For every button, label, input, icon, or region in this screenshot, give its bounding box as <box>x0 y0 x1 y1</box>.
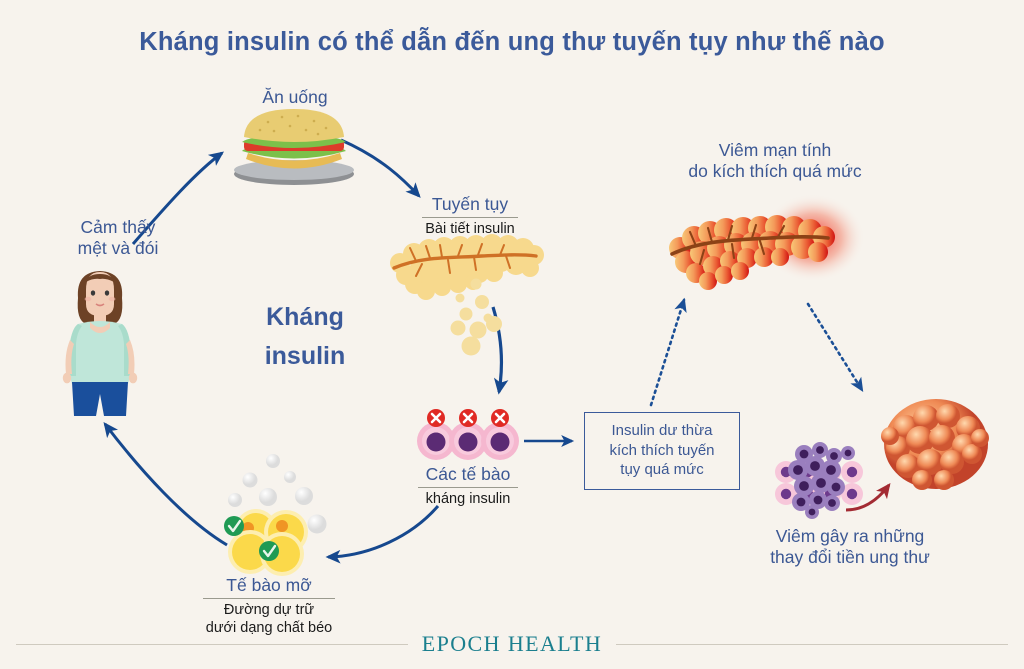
resistant-cells-label: Các tế bào <box>425 464 511 484</box>
insulin-droplets-icon <box>450 278 502 356</box>
pancreas-label-group: Tuyến tụy Bài tiết insulin <box>395 194 545 238</box>
tired-hungry-label: Cảm thấy mệt và đói <box>28 217 208 259</box>
tired-hungry-line2: mệt và đói <box>77 238 159 258</box>
footer: EPOCH HEALTH <box>0 628 1024 660</box>
chronic-inflammation-line2: do kích thích quá mức <box>688 161 862 181</box>
arrow-fat-to-tired <box>103 422 228 547</box>
precancerous-line2: thay đổi tiền ung thư <box>770 547 930 567</box>
fat-cells-label-group: Tế bào mỡ Đường dự trữ dưới dạng chất bé… <box>184 575 354 637</box>
chronic-inflammation-label: Viêm mạn tính do kích thích quá mức <box>645 140 905 182</box>
allowed-badges <box>224 516 279 561</box>
woman-figure-icon <box>62 271 138 416</box>
blocked-badges <box>427 409 509 427</box>
pancreas-icon <box>390 234 544 300</box>
abnormal-cells <box>788 442 855 519</box>
center-label: Kháng insulin <box>205 298 405 376</box>
footer-rule-right <box>616 643 1009 645</box>
resistant-cells-label-group: Các tế bào kháng insulin <box>398 464 538 508</box>
footer-rule-left <box>15 643 408 645</box>
resistant-cells-divider <box>418 487 518 488</box>
chronic-inflammation-line1: Viêm mạn tính <box>718 140 832 160</box>
arrow-inflammation-to-precancer <box>806 302 864 392</box>
resistant-cells-sublabel: kháng insulin <box>425 491 511 507</box>
burger-icon <box>234 109 354 185</box>
fat-cell-icon <box>224 509 308 576</box>
fat-cells-label: Tế bào mỡ <box>226 575 312 595</box>
page-title: Kháng insulin có thể dẫn đến ung thư tuy… <box>139 28 885 56</box>
precancerous-label: Viêm gây ra những thay đổi tiền ung thư <box>740 526 960 568</box>
fat-cells-sublabel-2: dưới dạng chất béo <box>205 620 333 636</box>
fat-cells-sublabel-1: Đường dự trữ <box>223 602 315 618</box>
tired-hungry-line1: Cảm thấy <box>80 217 156 237</box>
callout-line1: Insulin dư thừa <box>611 422 713 439</box>
callout-line2: kích thích tuyến <box>609 441 715 459</box>
footer-brand: EPOCH HEALTH <box>421 631 603 656</box>
pancreas-label: Tuyến tụy <box>431 194 509 214</box>
precancerous-line1: Viêm gây ra những <box>775 526 925 546</box>
eating-label: Ăn uống <box>262 87 328 107</box>
arrow-callout-to-inflammation <box>649 297 687 407</box>
center-label-line2: insulin <box>264 342 346 370</box>
resistant-cell-icon <box>417 409 519 460</box>
precancerous-cells-icon <box>775 442 863 519</box>
center-label-line1: Kháng <box>266 303 344 331</box>
callout-box: Insulin dư thừa kích thích tuyến tụy quá… <box>584 412 740 490</box>
glucose-spheres-icon <box>228 454 327 534</box>
fat-cells-divider <box>203 598 335 599</box>
pancreas-sublabel: Bài tiết insulin <box>425 221 515 237</box>
pancreas-divider <box>422 217 518 218</box>
inflamed-pancreas-icon <box>669 194 865 290</box>
tumor-icon <box>881 399 989 490</box>
callout-line3: tụy quá mức <box>620 461 704 478</box>
